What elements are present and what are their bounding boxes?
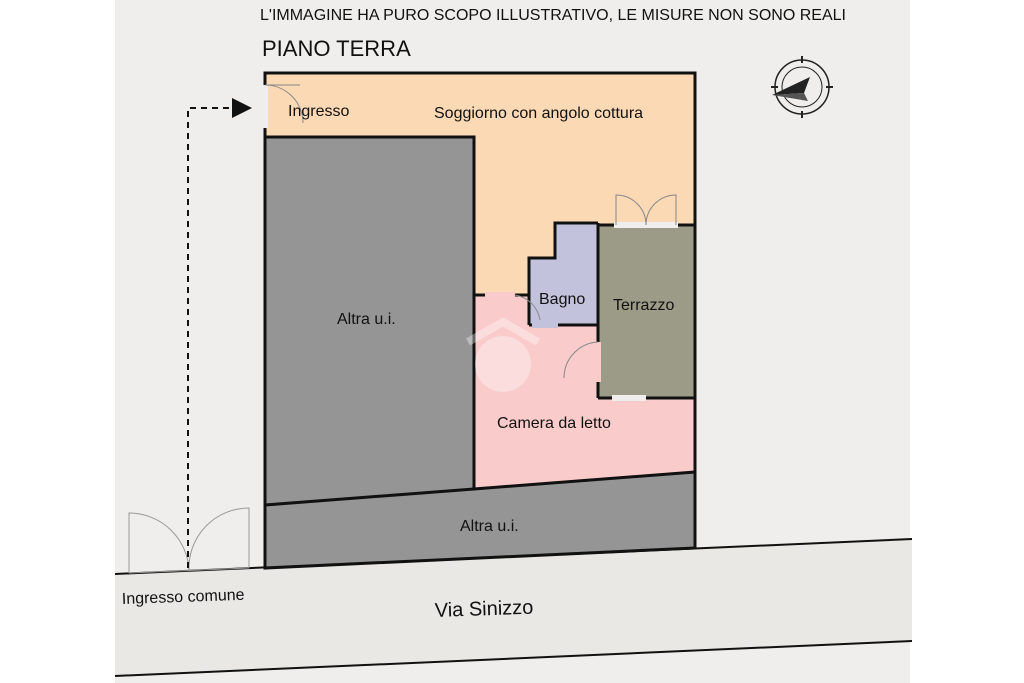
terrace-label: Terrazzo bbox=[613, 297, 674, 314]
entrance-label: Ingresso bbox=[288, 103, 349, 120]
other-unit-left-area bbox=[265, 137, 474, 505]
street-label: Via Sinizzo bbox=[434, 597, 533, 622]
bathroom-label: Bagno bbox=[539, 291, 585, 308]
disclaimer-text: L'IMMAGINE HA PURO SCOPO ILLUSTRATIVO, L… bbox=[260, 7, 846, 24]
common-entrance-label: Ingresso comune bbox=[122, 587, 245, 608]
bedroom-label: Camera da letto bbox=[497, 415, 611, 432]
other-unit-bottom-area bbox=[265, 472, 695, 568]
entry-arrow-icon bbox=[187, 98, 252, 568]
common-entrance-gate bbox=[128, 507, 250, 574]
other-unit-left-label: Altra u.i. bbox=[337, 311, 396, 328]
compass-icon bbox=[771, 56, 833, 118]
watermark-logo bbox=[466, 317, 540, 392]
street-edge-bottom bbox=[114, 640, 913, 677]
other-unit-bottom-label: Altra u.i. bbox=[460, 518, 519, 535]
doors bbox=[262, 84, 678, 401]
floor-title: PIANO TERRA bbox=[262, 36, 411, 61]
bedroom-area bbox=[474, 295, 695, 489]
living-room-area bbox=[265, 73, 695, 295]
living-room-label: Soggiorno con angolo cottura bbox=[434, 105, 643, 122]
terrace-area bbox=[598, 225, 695, 398]
bathroom-area bbox=[529, 223, 598, 325]
street-area bbox=[115, 540, 912, 676]
